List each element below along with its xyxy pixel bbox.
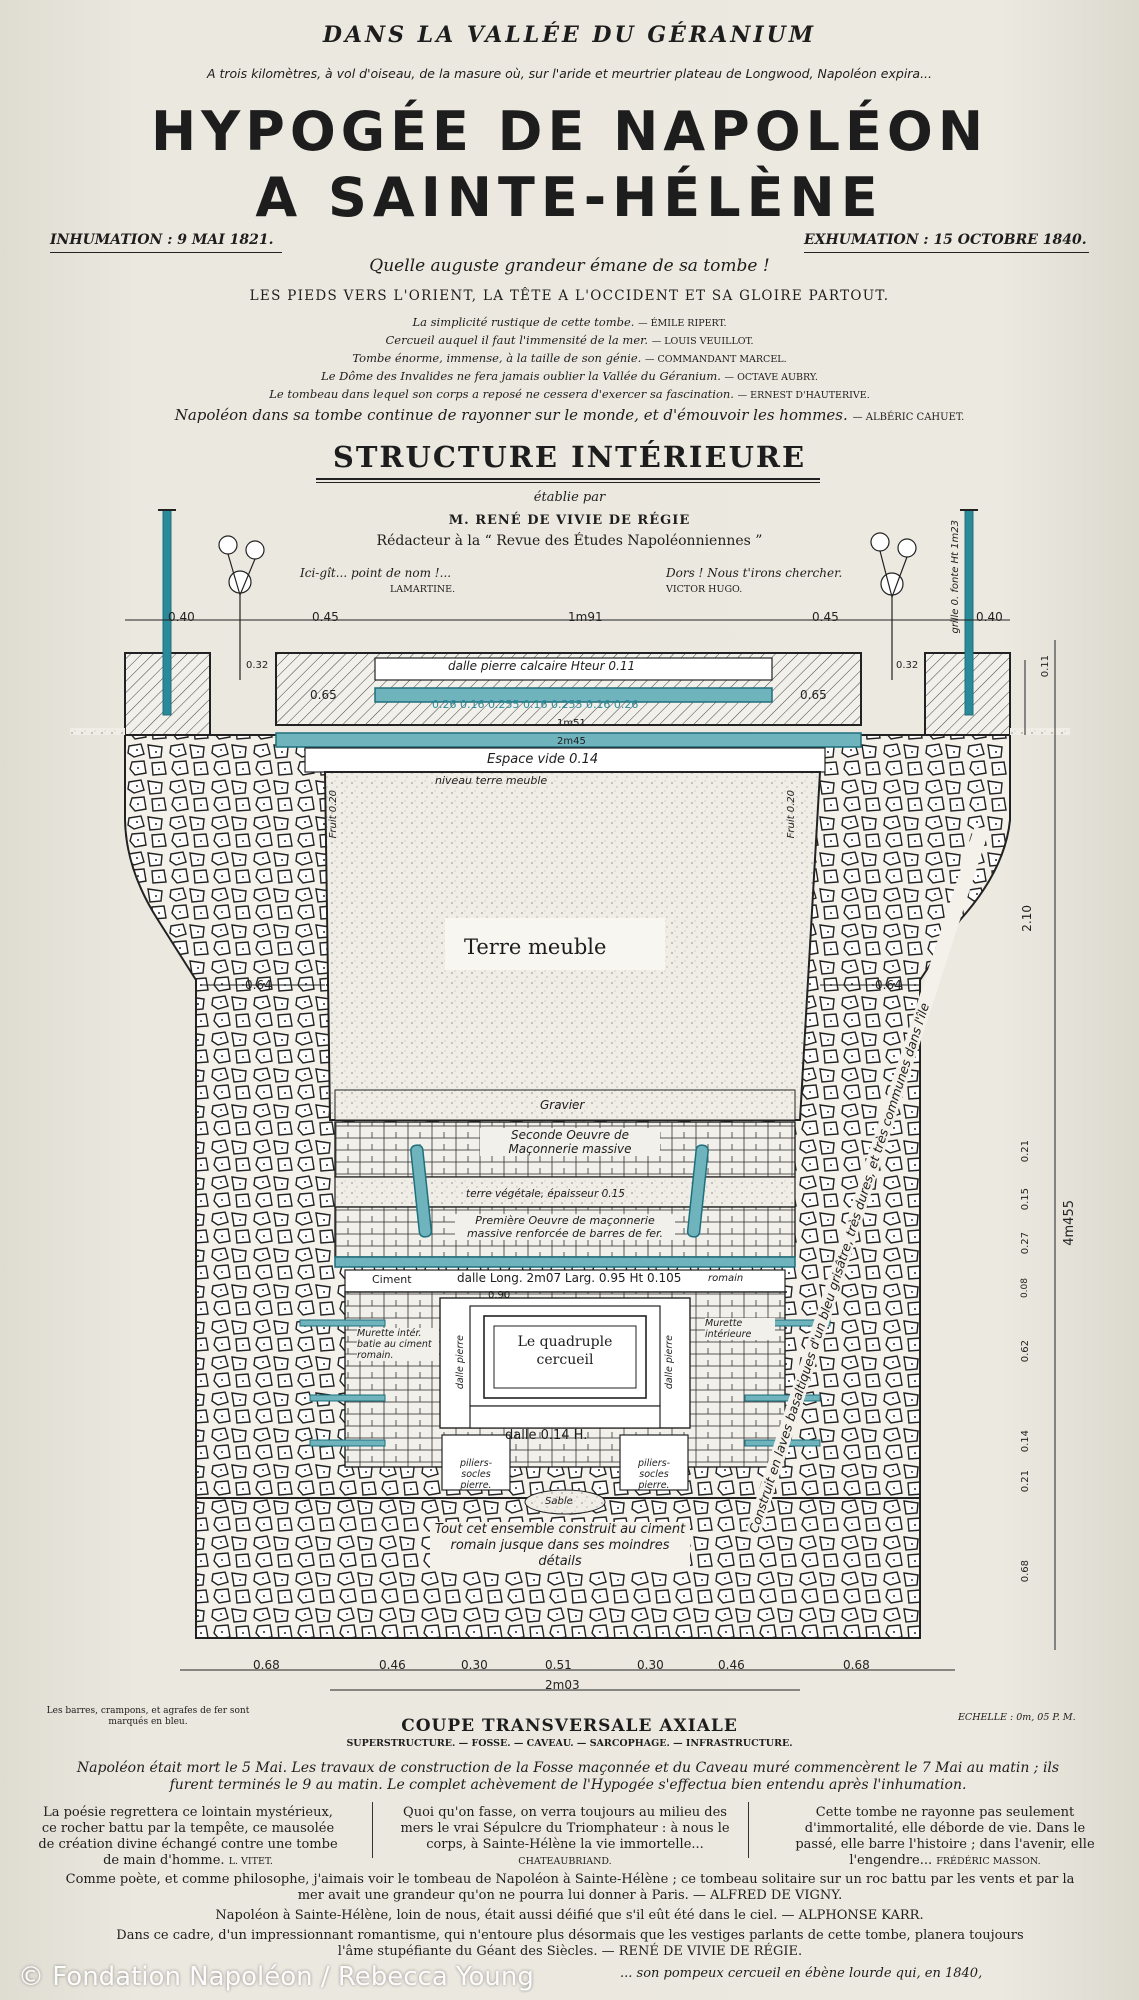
dim-bottom-2: 0.30 bbox=[461, 1658, 488, 1672]
para2: Comme poète, et comme philosophe, j'aima… bbox=[65, 1872, 1075, 1903]
label-fruit-left: Fruit 0.20 bbox=[328, 790, 339, 839]
subkicker: A trois kilomètres, à vol d'oiseau, de l… bbox=[206, 66, 933, 81]
label-151: 1m51 bbox=[557, 718, 586, 729]
para5: ... son pompeux cercueil en ébène lourde… bbox=[620, 1966, 983, 1981]
dim-top-4: 0.40 bbox=[976, 610, 1003, 624]
label-premiere: Première Oeuvre de maçonnerie massive re… bbox=[455, 1214, 675, 1240]
label-terre: Terre meuble bbox=[464, 935, 607, 959]
cross-section-drawing bbox=[70, 509, 1070, 1691]
dim-top-1: 0.45 bbox=[312, 610, 339, 624]
structure-etablie: établie par bbox=[533, 490, 606, 505]
watermark: © Fondation Napoléon / Rebecca Young bbox=[18, 1962, 534, 1992]
dim-side-014: 0.14 bbox=[1020, 1430, 1031, 1453]
label-dalle-pierre-left: dalle pierre bbox=[455, 1335, 466, 1390]
label-dalle-long: dalle Long. 2m07 Larg. 0.95 Ht 0.105 bbox=[457, 1271, 682, 1285]
dim-top-3: 0.45 bbox=[812, 610, 839, 624]
label-piliers-left: piliers-socles pierre. bbox=[459, 1458, 493, 1491]
page-title-line2: A SAINTE-HÉLÈNE bbox=[255, 166, 884, 229]
dim-side-032-right: 0.32 bbox=[896, 660, 919, 671]
footer-note: Les barres, crampons, et agrafes de fer … bbox=[46, 1706, 250, 1727]
epigraph-1: La simplicité rustique de cette tombe. —… bbox=[412, 315, 727, 329]
dim-bottom-4: 0.30 bbox=[637, 1658, 664, 1672]
dim-top-2: 1m91 bbox=[568, 610, 603, 624]
label-piliers-right: piliers-socles pierre. bbox=[637, 1458, 671, 1491]
dim-side-021b: 0.21 bbox=[1020, 1470, 1031, 1493]
label-beams: 0.26 0.16 0.255 0.16 0.255 0.16 0.26 bbox=[432, 698, 639, 711]
kicker: DANS LA VALLÉE DU GÉRANIUM bbox=[322, 22, 817, 48]
dim-side-064-right: 0.64 bbox=[875, 978, 902, 992]
dim-bottom-total: 2m03 bbox=[545, 1678, 580, 1692]
label-niveau: niveau terre meuble bbox=[435, 774, 548, 787]
label-ciment: Ciment bbox=[372, 1273, 412, 1286]
para4: Dans ce cadre, d'un impressionnant roman… bbox=[116, 1928, 1024, 1959]
echelle: ECHELLE : 0m, 05 P. M. bbox=[958, 1712, 1076, 1723]
quote-lamartine: Ici-gît... point de nom !... bbox=[300, 566, 452, 580]
dim-bottom-0: 0.68 bbox=[253, 1658, 280, 1672]
para1: Napoléon était mort le 5 Mai. Les travau… bbox=[76, 1760, 1060, 1793]
label-dalle-pierre-right: dalle pierre bbox=[664, 1335, 675, 1390]
structure-role: Rédacteur à la “ Revue des Études Napolé… bbox=[376, 533, 763, 549]
dim-side-021: 0.21 bbox=[1020, 1140, 1031, 1163]
dim-bottom-5: 0.46 bbox=[718, 1658, 745, 1672]
col2: Quoi qu'on fasse, on verra toujours au m… bbox=[400, 1805, 730, 1867]
dim-bottom-6: 0.68 bbox=[843, 1658, 870, 1672]
caps-line: LES PIEDS VERS L'ORIENT, LA TÊTE A L'OCC… bbox=[249, 288, 890, 304]
components: SUPERSTRUCTURE. — FOSSE. — CAVEAU. — SAR… bbox=[346, 1738, 793, 1749]
epigraph-5: Le tombeau dans lequel son corps a repos… bbox=[269, 387, 870, 401]
script-quote: Napoléon dans sa tombe continue de rayon… bbox=[174, 406, 965, 424]
label-sable: Sable bbox=[545, 1496, 573, 1507]
quote-lamartine-author: LAMARTINE. bbox=[390, 584, 456, 595]
col3: Cette tombe ne rayonne pas seulement d'i… bbox=[795, 1805, 1095, 1868]
dim-side-027: 0.27 bbox=[1020, 1232, 1031, 1255]
epigraph-2: Cercueil auquel il faut l'immensité de l… bbox=[385, 333, 754, 347]
dim-side-032-left: 0.32 bbox=[246, 660, 269, 671]
dim-side-068: 0.68 bbox=[1020, 1560, 1031, 1583]
dim-side-062: 0.62 bbox=[1020, 1340, 1031, 1363]
label-dalle-top: dalle pierre calcaire Hteur 0.11 bbox=[448, 659, 636, 673]
label-gravier: Gravier bbox=[540, 1098, 585, 1112]
label-grille: grille 0. fonte Ht 1m23 bbox=[950, 520, 961, 634]
dim-side-015: 0.15 bbox=[1020, 1188, 1031, 1211]
quote-hugo-author: VICTOR HUGO. bbox=[666, 584, 743, 595]
inhumation-date: INHUMATION : 9 MAI 1821. bbox=[50, 232, 274, 248]
label-090: 0.90 bbox=[488, 1290, 511, 1301]
epigraphs: La simplicité rustique de cette tombe. —… bbox=[0, 314, 1139, 404]
label-fruit-right: Fruit 0.20 bbox=[786, 790, 797, 839]
label-murette-left: Murette intér. batie au ciment romain. bbox=[357, 1328, 439, 1361]
structure-author: M. RENÉ DE VIVIE DE RÉGIE bbox=[448, 513, 691, 528]
dim-bottom-1: 0.46 bbox=[379, 1658, 406, 1672]
label-seconde: Seconde Oeuvre de Maçonnerie massive bbox=[480, 1128, 660, 1156]
dim-side-210: 2.10 bbox=[1020, 905, 1034, 932]
dim-side-total: 4m455 bbox=[1062, 1200, 1077, 1246]
para3: Napoléon à Sainte-Hélène, loin de nous, … bbox=[215, 1908, 924, 1923]
page-title: HYPOGÉE DE NAPOLÉON bbox=[150, 100, 989, 163]
quote-hugo: Dors ! Nous t'irons chercher. bbox=[666, 566, 843, 580]
script-line: Quelle auguste grandeur émane de sa tomb… bbox=[369, 256, 770, 276]
label-cercueil: Le quadruple cercueil bbox=[517, 1334, 613, 1368]
dim-side-008: 0.08 bbox=[1020, 1278, 1030, 1299]
dim-bottom-3: 0.51 bbox=[545, 1658, 572, 1672]
epigraph-3: Tombe énorme, immense, à la taille de so… bbox=[352, 351, 787, 365]
dim-side-065-left: 0.65 bbox=[310, 688, 337, 702]
exhumation-date: EXHUMATION : 15 OCTOBRE 1840. bbox=[804, 232, 1087, 248]
label-245: 2m45 bbox=[557, 736, 586, 747]
section-title: COUPE TRANSVERSALE AXIALE bbox=[401, 1716, 738, 1736]
dim-side-064-left: 0.64 bbox=[245, 978, 272, 992]
label-murette-right: Murette intérieure bbox=[705, 1318, 775, 1340]
dim-top-0: 0.40 bbox=[168, 610, 195, 624]
label-romain: romain bbox=[708, 1273, 744, 1284]
structure-title: STRUCTURE INTÉRIEURE bbox=[332, 440, 807, 474]
epigraph-4: Le Dôme des Invalides ne fera jamais oub… bbox=[321, 369, 818, 383]
dim-side-065-right: 0.65 bbox=[800, 688, 827, 702]
col1: La poésie regrettera ce lointain mystéri… bbox=[38, 1805, 338, 1868]
label-espace: Espace vide 0.14 bbox=[487, 752, 599, 767]
dim-side-011: 0.11 bbox=[1040, 655, 1051, 678]
label-dalle-014: dalle 0.14 H. bbox=[505, 1428, 588, 1443]
label-ensemble: Tout cet ensemble construit au ciment ro… bbox=[430, 1522, 690, 1570]
label-vegetale: terre végétale, épaisseur 0.15 bbox=[466, 1188, 625, 1200]
